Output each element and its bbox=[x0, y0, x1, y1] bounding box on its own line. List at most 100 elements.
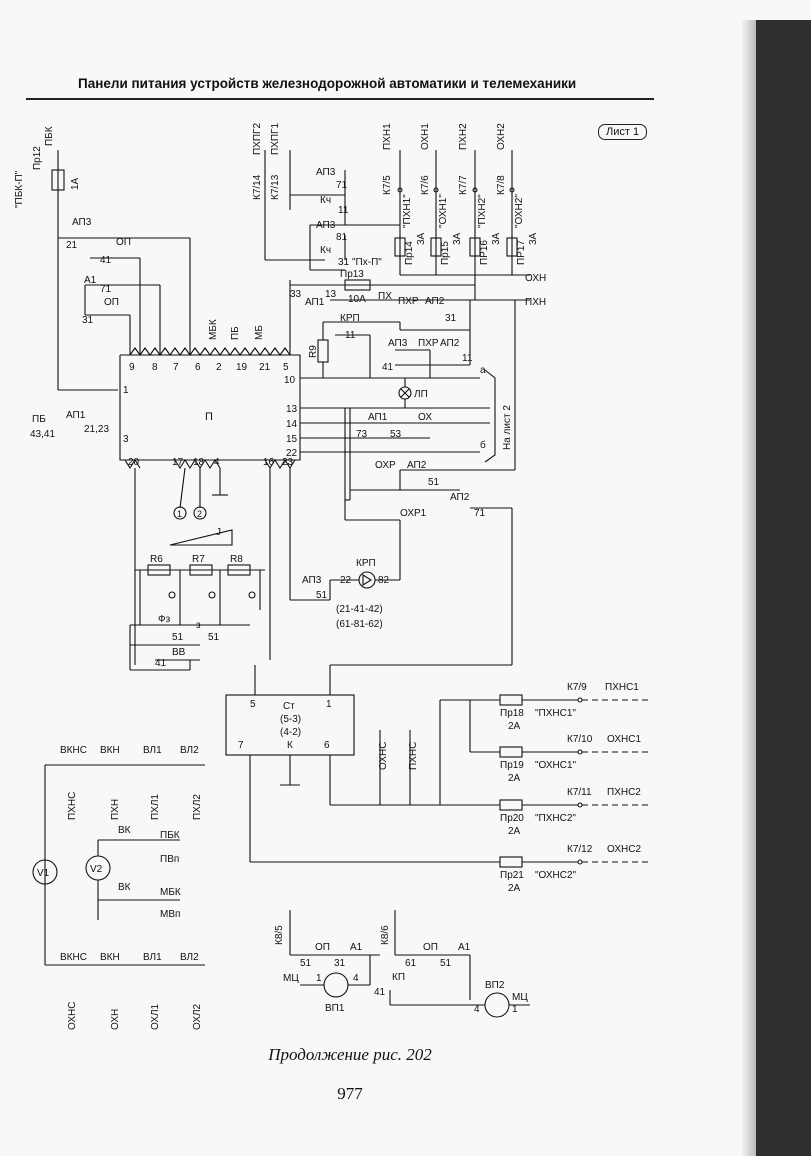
pin-bottom-23: 23 bbox=[282, 457, 294, 468]
label-pr15: Пр15 bbox=[440, 241, 451, 265]
label-v1: V1 bbox=[37, 868, 50, 879]
label-okhl1-rot: ОХЛ1 bbox=[150, 1003, 161, 1030]
label-61: 61 bbox=[405, 958, 417, 969]
label-pkh-p: "Пх-П" bbox=[352, 257, 382, 268]
label-pr19: Пр19 bbox=[500, 760, 524, 771]
page-header-title: Панели питания устройств железнодорожной… bbox=[78, 76, 577, 91]
label-okh: ОХ bbox=[418, 412, 432, 423]
label-a1-c: А1 bbox=[84, 275, 97, 286]
label-vp2-pin-4: 4 bbox=[474, 1004, 480, 1015]
label-j: J bbox=[216, 527, 221, 538]
label-pkhn-rot: ПХН bbox=[110, 799, 121, 820]
label-pr13: Пр13 bbox=[340, 269, 364, 280]
label-51e: 51 bbox=[300, 958, 312, 969]
label-a: а bbox=[480, 365, 486, 376]
label-pkhl1-rot: ПХЛ1 bbox=[150, 794, 161, 820]
pin-22: 22 bbox=[286, 448, 298, 459]
label-51d: 51 bbox=[316, 590, 328, 601]
label-vk-2: ВК bbox=[118, 882, 131, 893]
label-2a-4: 2А bbox=[508, 883, 521, 894]
figure-caption: Продолжение рис. 202 bbox=[268, 1045, 432, 1064]
label-mts-2: МЦ bbox=[512, 992, 528, 1003]
label-r6: R6 bbox=[150, 554, 163, 565]
label-3a-3: 3А bbox=[491, 232, 502, 245]
label-vp1-pin-1: 1 bbox=[316, 973, 322, 984]
label-mvp: МВп bbox=[160, 909, 180, 920]
label-pbk: ПБК bbox=[44, 126, 55, 146]
label-okhn1: ОХН1 bbox=[420, 123, 431, 150]
page-edge-shadow bbox=[742, 20, 756, 1156]
pin-14: 14 bbox=[286, 419, 298, 430]
label-st-1: 1 bbox=[326, 699, 332, 710]
label-k7-12: К7/12 bbox=[567, 844, 593, 855]
label-mb: МБ bbox=[254, 325, 265, 340]
header-rule bbox=[26, 98, 654, 100]
label-okhr1: ОХР1 bbox=[400, 508, 427, 519]
label-op-3: ОП bbox=[315, 942, 330, 953]
label-1a: 1А bbox=[70, 177, 81, 190]
pin-bottom-20: 20 bbox=[128, 457, 140, 468]
pin-top-21: 21 bbox=[259, 362, 271, 373]
label-43-41: 43,41 bbox=[30, 429, 55, 440]
label-13: 13 bbox=[325, 289, 337, 300]
label-z: з bbox=[196, 620, 201, 631]
label-pkhns1-q: "ПХНС1" bbox=[535, 708, 576, 719]
label-pkhr-2: ПХР bbox=[418, 338, 439, 349]
label-mbk-2: МБК bbox=[160, 887, 181, 898]
label-vp2: ВП2 bbox=[485, 980, 505, 991]
label-pr18: Пр18 bbox=[500, 708, 524, 719]
label-a1-e: А1 bbox=[458, 942, 471, 953]
label-vv: ВВ bbox=[172, 647, 186, 658]
label-pr17: ПР17 bbox=[516, 240, 527, 265]
label-vk-1: ВК bbox=[118, 825, 131, 836]
label-ap3-b: АП3 bbox=[316, 220, 336, 231]
label-51c: 51 bbox=[208, 632, 220, 643]
label-op-2: ОП bbox=[104, 297, 119, 308]
label-pb-left: ПБ bbox=[32, 414, 46, 425]
label-okhns1: ОХНС1 bbox=[607, 734, 641, 745]
label-okhn: ОХН bbox=[525, 273, 546, 284]
label-pkhns-rot: ПХНС bbox=[67, 792, 78, 820]
label-op-4: ОП bbox=[423, 942, 438, 953]
label-ap3-e: АП3 bbox=[302, 575, 322, 586]
label-b: б bbox=[480, 439, 486, 451]
label-vp2-pin-1: 1 bbox=[512, 1004, 518, 1015]
label-mbk: МБК bbox=[208, 319, 219, 340]
label-3a-4: 3А bbox=[528, 232, 539, 245]
pin-15: 15 bbox=[286, 434, 298, 445]
label-okhr: ОХР bbox=[375, 460, 396, 471]
label-pkhn1: ПХН1 bbox=[382, 123, 393, 150]
label-vl2-bottom: ВЛ2 bbox=[180, 952, 199, 963]
dark-margin-band bbox=[756, 20, 811, 1156]
label-pkhn2-q: "ПХН2" bbox=[477, 194, 488, 228]
label-11c: 11 bbox=[462, 353, 473, 364]
label-ap2-d: АП2 bbox=[450, 492, 470, 503]
label-r7: R7 bbox=[192, 554, 205, 565]
label-pkhl2-rot: ПХЛ2 bbox=[192, 794, 203, 820]
label-pkhns: ПХНС bbox=[408, 742, 419, 770]
label-mts-1: МЦ bbox=[283, 973, 299, 984]
label-3a-2: 3А bbox=[452, 232, 463, 245]
circle-1-label: 1 bbox=[177, 509, 182, 519]
label-21-23: 21,23 bbox=[84, 424, 109, 435]
diagram-labels: "ПБК-П" ПБК Пр12 1А К7/14 ПХПГ2 К7/13 ПХ… bbox=[14, 123, 641, 1030]
label-r8: R8 bbox=[230, 554, 243, 565]
label-okhns2-q: "ОХНС2" bbox=[535, 870, 577, 881]
label-k7-9: К7/9 bbox=[567, 682, 587, 693]
label-pr21: Пр21 bbox=[500, 870, 524, 881]
label-st-a: (5-3) bbox=[280, 714, 301, 725]
label-vkn-top: ВКН bbox=[100, 745, 120, 756]
label-31b: 31 bbox=[445, 313, 457, 324]
label-krp: КРП bbox=[340, 313, 360, 324]
pin-bottom-4: 4 bbox=[214, 457, 220, 468]
pin-top-2: 2 bbox=[216, 362, 222, 373]
label-vkn-bottom: ВКН bbox=[100, 952, 120, 963]
label-r9: R9 bbox=[308, 345, 319, 358]
label-pkhn2: ПХН2 bbox=[458, 123, 469, 150]
label-ap1-a: АП1 bbox=[305, 297, 325, 308]
label-pkhn: ПХН bbox=[525, 297, 546, 308]
label-pkhpg1: ПХПГ1 bbox=[270, 123, 281, 155]
label-51a: 51 bbox=[428, 477, 440, 488]
label-3a-1: 3А bbox=[416, 232, 427, 245]
label-ap2-b: АП2 bbox=[440, 338, 460, 349]
